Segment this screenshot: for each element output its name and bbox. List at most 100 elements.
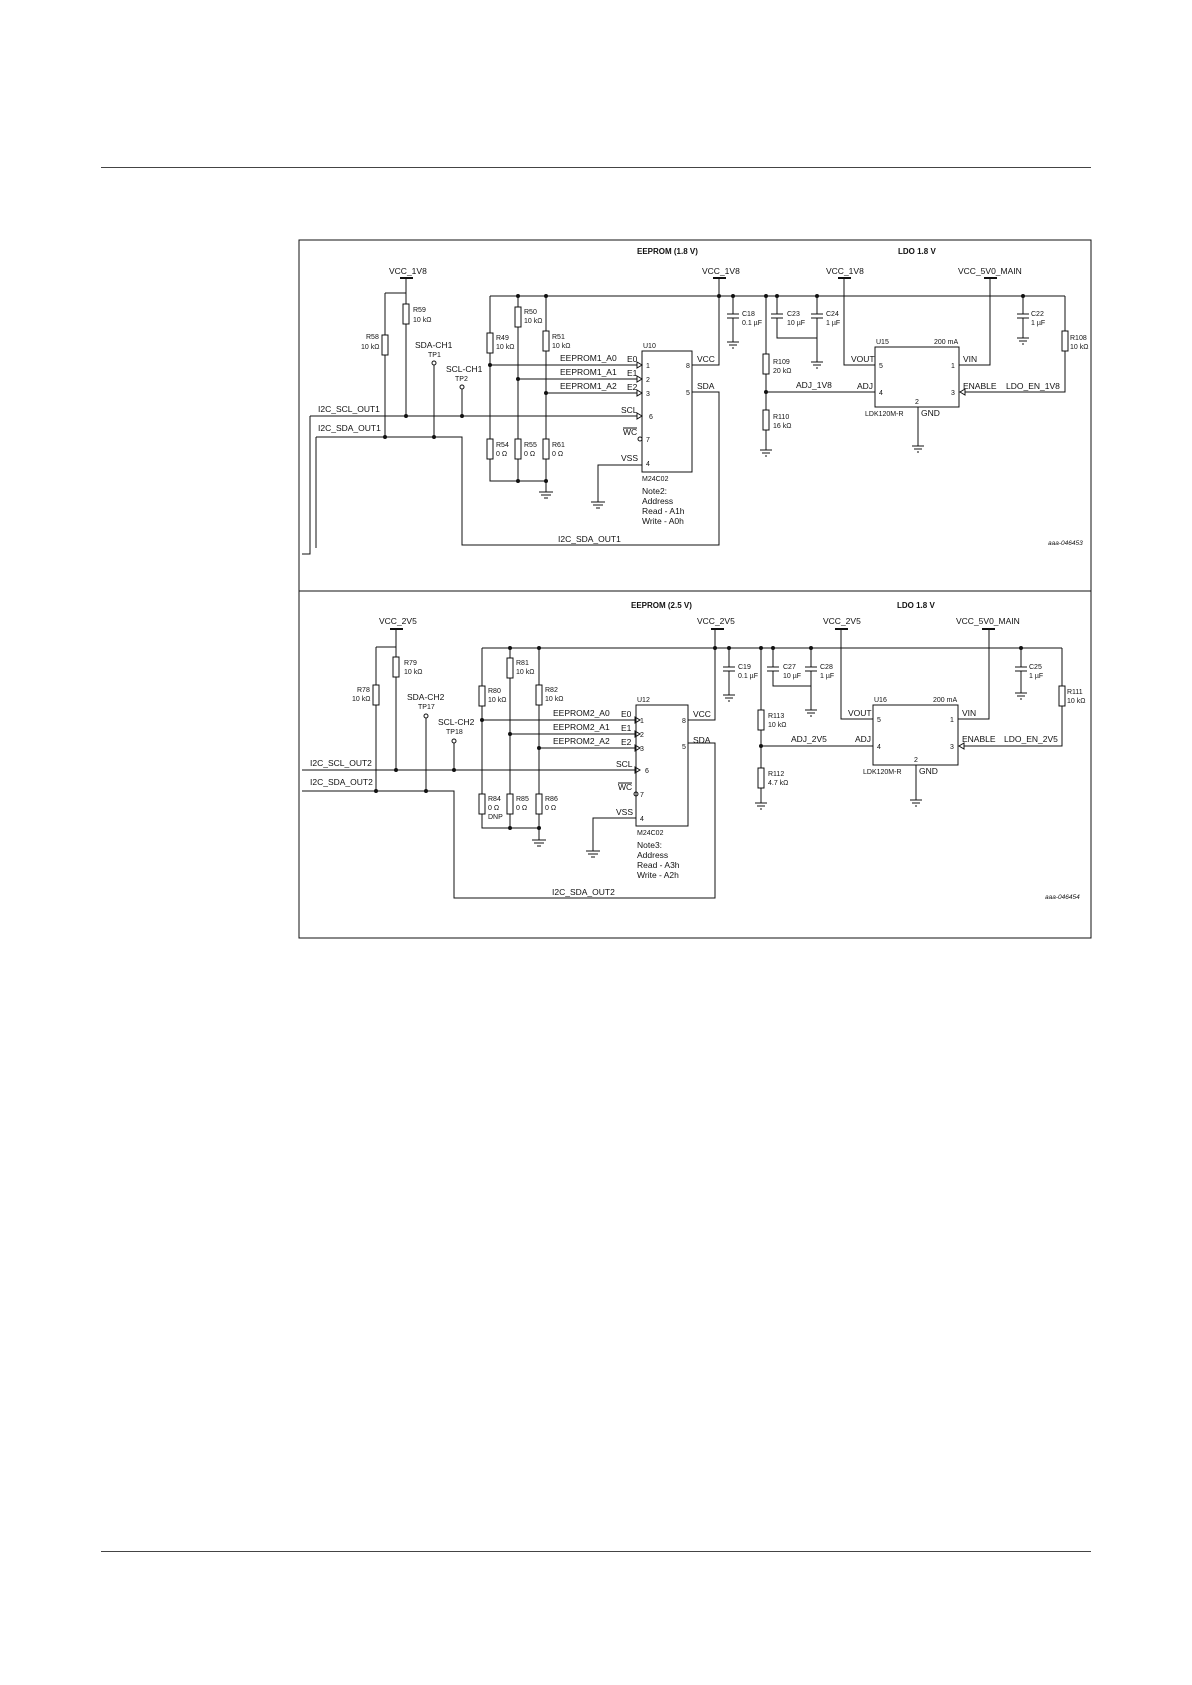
pin-num: 2: [914, 757, 918, 764]
pin-num: 6: [649, 414, 653, 421]
cap-value: 1 µF: [826, 320, 840, 327]
pin-num: 2: [646, 377, 650, 384]
res-ref: R58: [366, 334, 379, 341]
res-value: 0 Ω: [488, 805, 499, 812]
ic-ref: U10: [643, 343, 656, 350]
pin-num: 5: [879, 363, 883, 370]
net-label-sda-return: I2C_SDA_OUT1: [558, 534, 621, 544]
pin-num: 8: [682, 718, 686, 725]
net-label-enable: LDO_EN_1V8: [1006, 381, 1060, 391]
vcc-label-ldo: VCC_2V5: [823, 616, 861, 626]
note-line: Note2:: [642, 486, 667, 496]
res-value: 10 kΩ: [488, 697, 506, 704]
pin-name: GND: [919, 766, 938, 776]
figure-code: aaa-046453: [1048, 540, 1083, 547]
res-ref: R110: [773, 414, 789, 421]
footer-rule: [101, 1551, 1091, 1552]
pin-num: 5: [877, 717, 881, 724]
cap-value: 0.1 µF: [742, 320, 762, 327]
res-value: 10 kΩ: [352, 696, 370, 703]
pin-num: 8: [686, 363, 690, 370]
net-label-sda-return: I2C_SDA_OUT2: [552, 887, 615, 897]
pin-num: 7: [640, 792, 644, 799]
pin-num: 5: [686, 390, 690, 397]
net-label-addr: EEPROM2_A1: [553, 722, 610, 732]
pin-name: VIN: [962, 708, 976, 718]
res-ref: R111: [1067, 689, 1083, 696]
net-label-addr: EEPROM2_A2: [553, 736, 610, 746]
net-label-addr: EEPROM2_A0: [553, 708, 610, 718]
res-value: 0 Ω: [552, 451, 563, 458]
res-ref: R49: [496, 335, 509, 342]
ic-part: M24C02: [637, 830, 664, 837]
note-line: Write - A0h: [642, 516, 684, 526]
pin-num: 3: [950, 744, 954, 751]
res-ref: R50: [524, 309, 537, 316]
note-line: Note3:: [637, 840, 662, 850]
figure-code: aaa-046454: [1045, 894, 1080, 901]
vin-rail-label: VCC_5V0_MAIN: [958, 266, 1022, 276]
net-label-enable: LDO_EN_2V5: [1004, 734, 1058, 744]
res-note: DNP: [488, 814, 503, 821]
res-value: 10 kΩ: [404, 669, 422, 676]
pin-num: 4: [877, 744, 881, 751]
ic-part: LDK120M-R: [865, 411, 904, 418]
pin-num: 1: [950, 717, 954, 724]
res-value: 0 Ω: [524, 451, 535, 458]
pin-name: ENABLE: [962, 734, 996, 744]
ic-ref: U15: [876, 339, 889, 346]
ic-ref: U12: [637, 697, 650, 704]
cap-ref: C28: [820, 664, 833, 671]
pin-num: 4: [879, 390, 883, 397]
vcc-label-eeprom: VCC_2V5: [697, 616, 735, 626]
res-ref: R59: [413, 307, 426, 314]
net-label-addr: EEPROM1_A0: [560, 353, 617, 363]
note-line: Address: [637, 850, 668, 860]
res-value: 0 Ω: [496, 451, 507, 458]
net-label-scl: I2C_SCL_OUT2: [310, 758, 372, 768]
cap-value: 0.1 µF: [738, 673, 758, 680]
res-value: 10 kΩ: [496, 344, 514, 351]
pin-name: ADJ: [855, 734, 871, 744]
res-value: 0 Ω: [516, 805, 527, 812]
pin-num: 3: [640, 746, 644, 753]
res-ref: R113: [768, 713, 784, 720]
pin-name: ENABLE: [963, 381, 997, 391]
pin-name: VSS: [621, 453, 638, 463]
testpoint-label: SCL-CH2: [438, 717, 475, 727]
res-ref: R108: [1070, 335, 1087, 342]
pin-num: 4: [646, 461, 650, 468]
ldo-current: 200 mA: [933, 697, 957, 704]
pin-name: VOUT: [851, 354, 875, 364]
pin-name: E2: [621, 737, 632, 747]
cap-ref: C18: [742, 311, 755, 318]
res-value: 10 kΩ: [516, 669, 534, 676]
net-label-addr: EEPROM1_A2: [560, 381, 617, 391]
testpoint-id: TP2: [455, 376, 468, 383]
pin-name: E1: [627, 368, 638, 378]
res-ref: R85: [516, 796, 529, 803]
res-value: 10 kΩ: [361, 344, 379, 351]
res-ref: R61: [552, 442, 565, 449]
eeprom-title: EEPROM (2.5 V): [631, 601, 692, 610]
pin-name: E1: [621, 723, 632, 733]
ic-ref: U16: [874, 697, 887, 704]
pin-num: 3: [951, 390, 955, 397]
eeprom-title: EEPROM (1.8 V): [637, 247, 698, 256]
vcc-label-pullup: VCC_1V8: [389, 266, 427, 276]
res-ref: R54: [496, 442, 509, 449]
note-line: Read - A1h: [642, 506, 685, 516]
net-label-sda: I2C_SDA_OUT1: [318, 423, 381, 433]
res-ref: R55: [524, 442, 537, 449]
testpoint-label: SCL-CH1: [446, 364, 483, 374]
res-value: 16 kΩ: [773, 423, 791, 430]
res-value: 10 kΩ: [1070, 344, 1088, 351]
net-label-adj: ADJ_2V5: [791, 734, 827, 744]
testpoint-id: TP18: [446, 729, 463, 736]
cap-value: 1 µF: [820, 673, 834, 680]
res-value: 10 kΩ: [768, 722, 786, 729]
ldo-title: LDO 1.8 V: [898, 247, 936, 256]
vcc-label-eeprom: VCC_1V8: [702, 266, 740, 276]
pin-name: VCC: [693, 709, 711, 719]
